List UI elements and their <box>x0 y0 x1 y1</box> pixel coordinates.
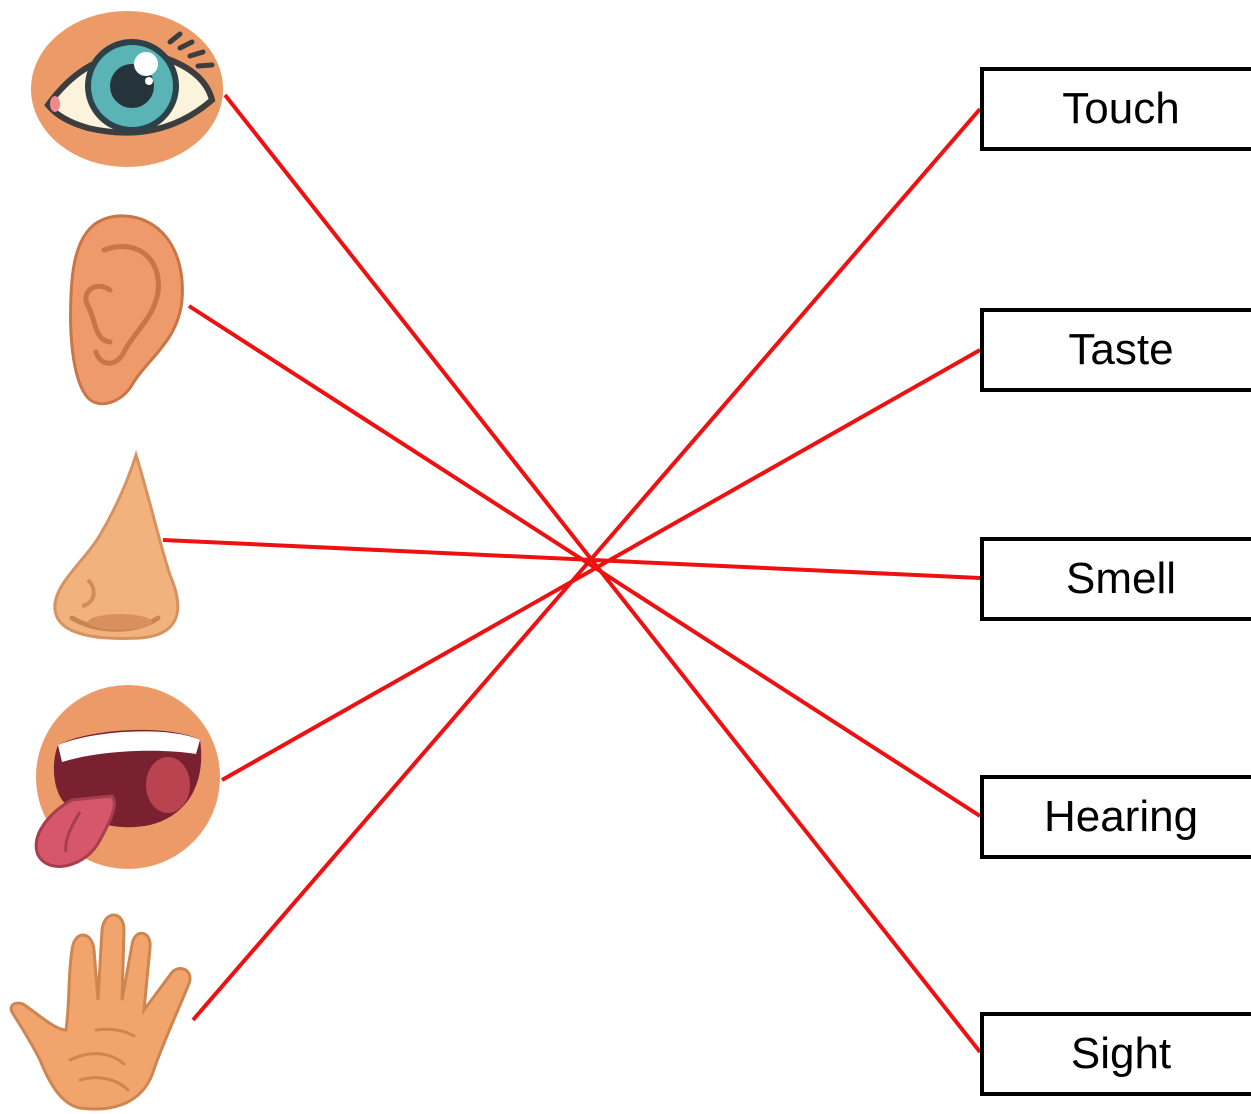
sense-label-sight: Sight <box>984 1016 1251 1092</box>
sense-label-taste: Taste <box>984 312 1251 388</box>
sense-box-taste[interactable]: Taste <box>980 308 1251 392</box>
ear-icon <box>71 216 183 404</box>
sense-label-touch: Touch <box>984 71 1251 147</box>
nose-icon <box>55 455 178 638</box>
connection-line-nose-smell <box>163 540 980 578</box>
sense-label-smell: Smell <box>984 541 1251 617</box>
sense-box-sight[interactable]: Sight <box>980 1012 1251 1096</box>
connection-line-hand-touch <box>193 109 980 1020</box>
eye-icon <box>31 11 223 167</box>
sense-label-hearing: Hearing <box>984 779 1251 855</box>
sense-box-hearing[interactable]: Hearing <box>980 775 1251 859</box>
connection-line-mouth-taste <box>222 350 980 780</box>
connection-lines <box>163 95 980 1052</box>
mouth-tongue-icon <box>36 685 220 869</box>
hand-icon <box>11 915 190 1109</box>
sense-box-touch[interactable]: Touch <box>980 67 1251 151</box>
sense-box-smell[interactable]: Smell <box>980 537 1251 621</box>
